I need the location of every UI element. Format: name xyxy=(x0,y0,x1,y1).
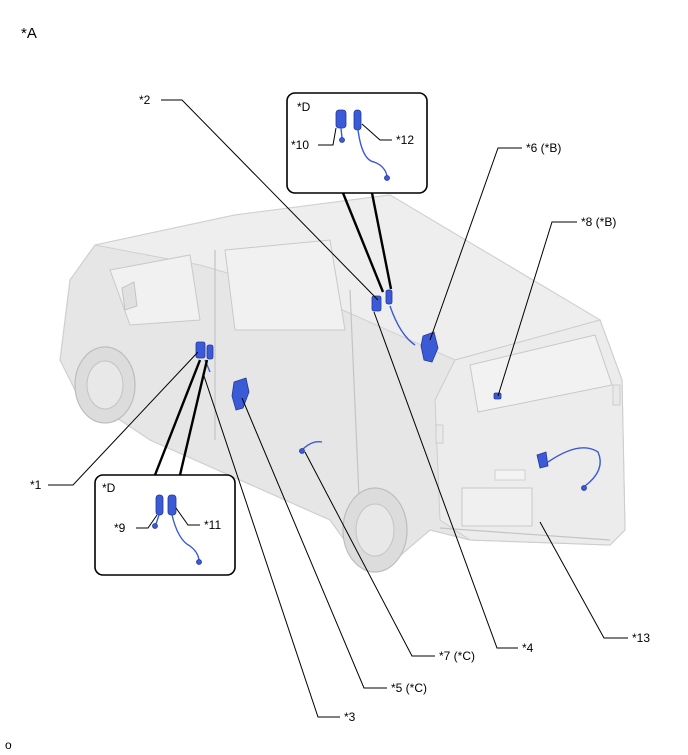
label-p5: *5 (*C) xyxy=(391,681,427,695)
van-bumper-line xyxy=(439,527,611,541)
corner-mark: o xyxy=(5,738,12,752)
leader-11 xyxy=(175,507,200,526)
van-rear-window xyxy=(469,334,613,413)
callout-d-upper-part-10 xyxy=(335,109,347,129)
label-p8: *8 (*B) xyxy=(581,215,616,229)
wire-mid xyxy=(389,305,416,346)
view-label: *A xyxy=(21,25,37,42)
label-p1: *1 xyxy=(30,478,42,492)
van-side-window-middle xyxy=(224,239,346,331)
van-body xyxy=(59,194,626,573)
part-7 xyxy=(299,448,305,454)
leader-6 xyxy=(429,147,522,341)
label-p12: *12 xyxy=(396,133,414,147)
label-p10: *10 xyxy=(291,138,309,152)
callout-d-lower-wire-9 xyxy=(155,514,160,525)
leader-10 xyxy=(318,127,337,146)
label-p2: *2 xyxy=(139,93,151,107)
label-p4: *4 xyxy=(522,641,534,655)
tail-lamp-right xyxy=(612,384,621,406)
callout-d-lower-conn-11 xyxy=(196,559,202,565)
leader-2 xyxy=(161,99,379,301)
leader-4 xyxy=(373,311,518,649)
callout-d-upper-conn-10 xyxy=(339,137,345,143)
part-13-end xyxy=(581,485,587,491)
part-mid-lock-2 xyxy=(385,289,393,305)
van-plate xyxy=(461,487,533,527)
label-p7: *7 (*C) xyxy=(439,649,475,663)
van-emblem xyxy=(494,469,526,481)
leader-12 xyxy=(361,123,392,141)
harness-parts xyxy=(195,289,601,491)
leader-7 xyxy=(304,451,435,657)
van-mirror xyxy=(121,281,138,311)
callout-d-lower: *D xyxy=(94,474,236,576)
rear-wheel-hub xyxy=(355,503,395,557)
callout-d-upper-part-12 xyxy=(353,109,362,131)
wire-7 xyxy=(301,440,323,451)
label-p11: *11 xyxy=(204,518,221,532)
leader-9 xyxy=(136,514,158,529)
callout-d-upper-conn-12 xyxy=(384,175,390,181)
leader-8 xyxy=(497,221,577,397)
label-p13: *13 xyxy=(632,631,650,645)
label-p3: *3 xyxy=(344,710,356,724)
part-8 xyxy=(493,392,502,400)
callout-d-lower-part-11 xyxy=(167,494,177,516)
part-door-lock-front xyxy=(195,341,206,359)
part-13 xyxy=(536,451,549,469)
part-slide-door xyxy=(231,377,250,411)
leader-13 xyxy=(539,521,628,639)
callout-d-lower-frame xyxy=(94,474,236,576)
leader-3 xyxy=(202,372,340,718)
callout-d-lower-label: *D xyxy=(102,481,116,495)
part-door-lock-front-2 xyxy=(206,344,214,360)
callout-d-upper-label: *D xyxy=(297,100,311,114)
label-p6: *6 (*B) xyxy=(526,141,561,155)
callout-d-upper-wire-10 xyxy=(340,127,343,139)
callout-d-upper-frame xyxy=(286,92,428,194)
wire-13 xyxy=(547,447,601,487)
callout-d-lower-wire-11 xyxy=(171,514,200,561)
part-6 xyxy=(420,331,439,363)
leader-lines xyxy=(48,99,628,718)
callout-d-lower-conn-9 xyxy=(152,523,158,529)
callout-d-upper: *D xyxy=(286,92,428,194)
callout-d-lower-part-9 xyxy=(155,494,164,516)
label-p9: *9 xyxy=(114,521,126,535)
part-mid-lock xyxy=(371,295,382,312)
callout-connectors xyxy=(153,192,393,476)
leader-1 xyxy=(48,351,199,486)
callout-d-upper-wire-12 xyxy=(357,129,388,177)
part-labels: *A *1 *2 *3 *4 *5 (*C) *6 (*B) *7 (*C) *… xyxy=(5,25,650,752)
tail-lamp-left xyxy=(435,424,444,444)
van-door-seam-2 xyxy=(349,289,361,521)
leader-5 xyxy=(241,397,387,689)
front-wheel-hub xyxy=(86,360,124,410)
